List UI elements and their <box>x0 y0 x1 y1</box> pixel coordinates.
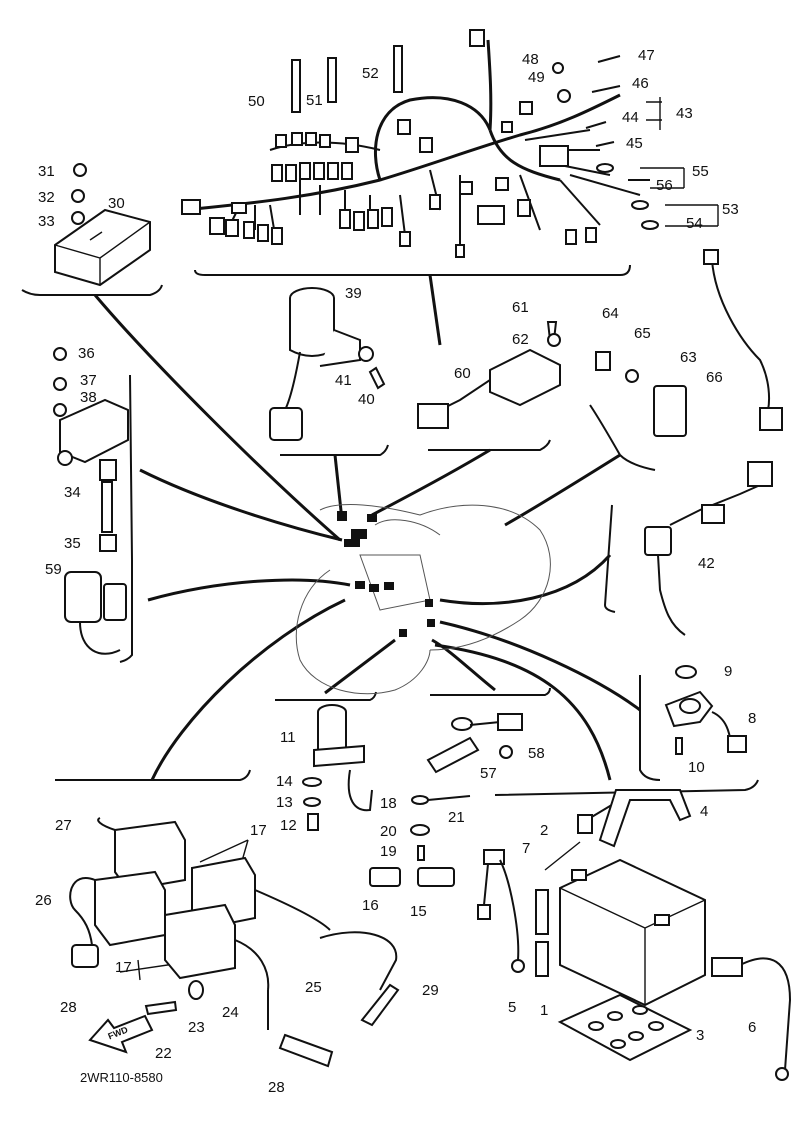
label-60: 60 <box>454 365 471 382</box>
battery-pad <box>557 993 693 1062</box>
label-27: 27 <box>55 817 72 834</box>
label-56: 56 <box>656 177 673 194</box>
leader-lines <box>93 274 641 781</box>
label-28a: 28 <box>60 999 77 1016</box>
label-16: 16 <box>362 897 379 914</box>
label-65: 65 <box>634 325 651 342</box>
label-53: 53 <box>722 201 739 218</box>
switch-parts <box>595 249 783 437</box>
label-54: 54 <box>686 215 703 232</box>
fuse-holder <box>410 795 471 861</box>
battery <box>559 858 706 1007</box>
label-17b: 17 <box>115 959 132 976</box>
harness-terminals <box>291 45 659 230</box>
label-7: 7 <box>522 840 530 857</box>
fwd-arrow <box>88 1014 154 1054</box>
label-57: 57 <box>480 765 497 782</box>
battery-minus-cable <box>477 849 525 973</box>
label-17a: 17 <box>250 822 267 839</box>
label-24: 24 <box>222 1004 239 1021</box>
label-37: 37 <box>80 372 97 389</box>
label-10: 10 <box>688 759 705 776</box>
battery-breather <box>535 889 549 977</box>
label-50: 50 <box>248 93 265 110</box>
label-62: 62 <box>512 331 529 348</box>
horn <box>664 665 747 755</box>
label-6: 6 <box>748 1019 756 1036</box>
label-48: 48 <box>522 51 539 68</box>
pickup-sensor <box>302 704 373 831</box>
label-52: 52 <box>362 65 379 82</box>
label-19: 19 <box>380 843 397 860</box>
label-3: 3 <box>696 1027 704 1044</box>
label-40: 40 <box>358 391 375 408</box>
bracket-lines <box>21 97 759 981</box>
label-61: 61 <box>512 299 529 316</box>
label-49: 49 <box>528 69 545 86</box>
label-41: 41 <box>335 372 352 389</box>
label-1: 1 <box>540 1002 548 1019</box>
label-47: 47 <box>638 47 655 64</box>
label-28b: 28 <box>268 1079 285 1096</box>
label-55: 55 <box>692 163 709 180</box>
label-18: 18 <box>380 795 397 812</box>
label-12: 12 <box>280 817 297 834</box>
frame-outline <box>295 504 551 695</box>
label-58: 58 <box>528 745 545 762</box>
label-20: 20 <box>380 823 397 840</box>
label-42: 42 <box>698 555 715 572</box>
cdi-unit <box>54 163 151 287</box>
main-switch <box>269 287 386 441</box>
label-4: 4 <box>700 803 708 820</box>
label-38: 38 <box>80 389 97 406</box>
wire-harness <box>181 29 641 258</box>
label-34: 34 <box>64 484 81 501</box>
label-22: 22 <box>155 1045 172 1062</box>
label-15: 15 <box>410 903 427 920</box>
label-13: 13 <box>276 794 293 811</box>
label-14: 14 <box>276 773 293 790</box>
label-29: 29 <box>422 982 439 999</box>
ignition-coils <box>69 817 331 991</box>
label-23: 23 <box>188 1019 205 1036</box>
label-35: 35 <box>64 535 81 552</box>
spark-plug-caps <box>71 931 400 1068</box>
label-39: 39 <box>345 285 362 302</box>
label-66: 66 <box>706 369 723 386</box>
label-21: 21 <box>448 809 465 826</box>
label-8: 8 <box>748 710 756 727</box>
regulator <box>53 347 129 552</box>
label-63: 63 <box>680 349 697 366</box>
label-25: 25 <box>305 979 322 996</box>
relay <box>64 571 127 655</box>
label-44: 44 <box>622 109 639 126</box>
label-11: 11 <box>280 729 296 746</box>
label-59: 59 <box>45 561 62 578</box>
label-51: 51 <box>306 92 323 109</box>
label-31: 31 <box>38 163 55 180</box>
label-26: 26 <box>35 892 52 909</box>
label-43: 43 <box>676 105 693 122</box>
label-30: 30 <box>108 195 125 212</box>
label-33: 33 <box>38 213 55 230</box>
neutral-sensor <box>644 461 773 636</box>
label-46: 46 <box>632 75 649 92</box>
battery-band <box>598 789 692 848</box>
label-5: 5 <box>508 999 516 1016</box>
part-labels: 1 2 3 4 5 6 7 8 9 10 11 12 13 14 15 16 1… <box>35 47 756 1096</box>
label-36: 36 <box>78 345 95 362</box>
flasher-relay <box>417 321 561 429</box>
label-9: 9 <box>724 663 732 680</box>
brake-switches <box>369 867 455 887</box>
label-64: 64 <box>602 305 619 322</box>
starter-relay <box>426 713 523 774</box>
label-32: 32 <box>38 189 55 206</box>
battery-cable <box>711 957 792 1081</box>
catalog-code: 2WR110-8580 <box>80 1070 163 1085</box>
label-2: 2 <box>540 822 548 839</box>
label-45: 45 <box>626 135 643 152</box>
